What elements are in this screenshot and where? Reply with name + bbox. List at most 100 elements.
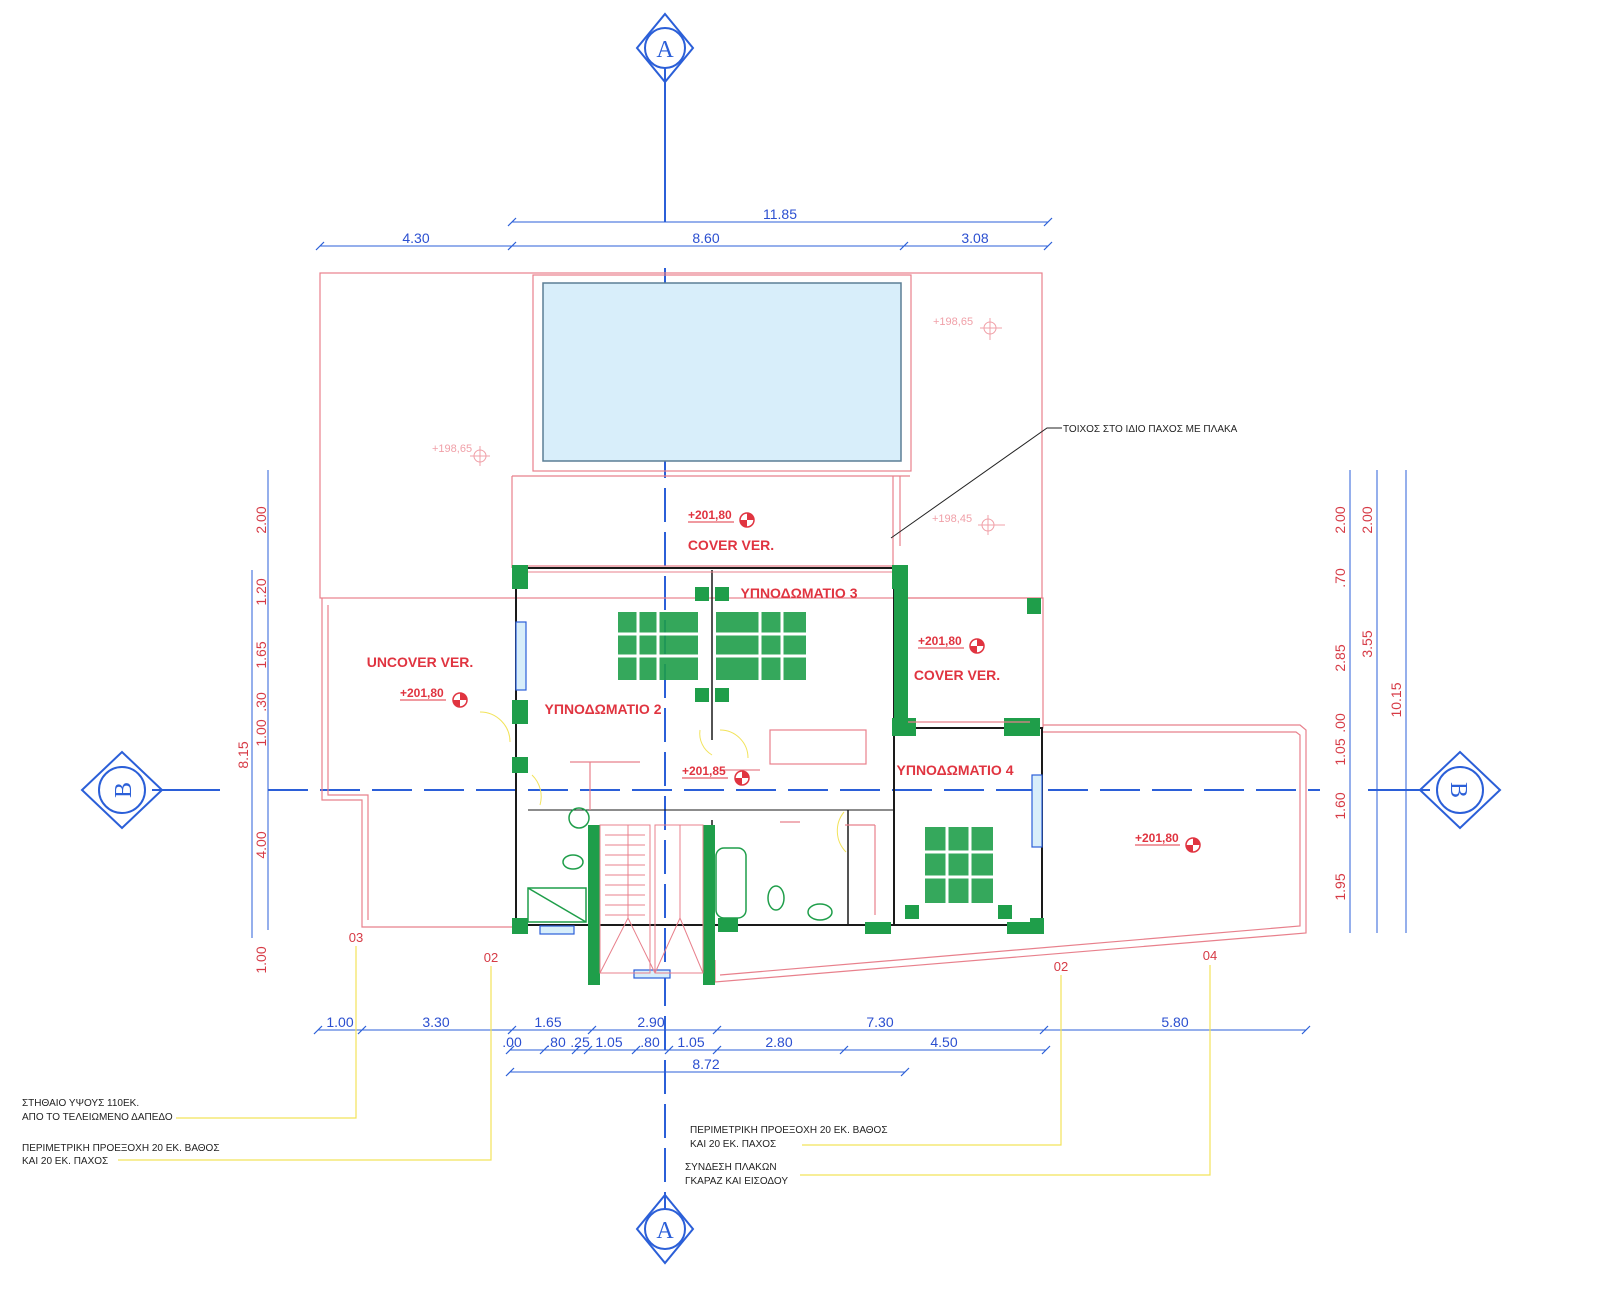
dim-b2-25: .25 — [570, 1034, 590, 1050]
dim-3-08: 3.08 — [961, 230, 988, 246]
room-cover-ver-right: COVER VER. — [914, 667, 1000, 683]
room-uncover-ver: UNCOVER VER. — [367, 654, 474, 670]
dim-b2-1-05a: 1.05 — [595, 1034, 622, 1050]
level-value-faded-top-right: +198,65 — [933, 316, 973, 328]
level-marker-faded: +198,45 — [932, 513, 1005, 535]
pool — [532, 274, 912, 472]
tag-02-right: 02 — [1054, 959, 1068, 974]
dim-b-5-80: 5.80 — [1161, 1014, 1188, 1030]
dim-b-3-30: 3.30 — [422, 1014, 449, 1030]
level-value-corridor: +201,85 — [682, 764, 726, 778]
dim-b2-80a: .80 — [546, 1034, 566, 1050]
note-perimeter-left-line1: ΠΕΡΙΜΕΤΡΙΚΗ ΠΡΟΕΞΟΧΗ 20 ΕΚ. ΒΑΘΟΣ — [22, 1143, 220, 1154]
note-slab-link-line1: ΣΥΝΔΕΣΗ ΠΛΑΚΩΝ — [685, 1162, 777, 1173]
dim-r2-3-55: 3.55 — [1359, 630, 1375, 657]
wall-note-leader — [890, 427, 1062, 539]
dim-l-1-00b: 1.00 — [253, 946, 269, 973]
dim-l-4-00: 4.00 — [253, 831, 269, 858]
note-parapet-line1: ΣΤΗΘΑΙΟ ΥΨΟΥΣ 110ΕΚ. — [22, 1098, 139, 1109]
tag-04: 04 — [1203, 948, 1217, 963]
level-markers: +201,80 +201,80 +201,80 +201,85 — [400, 316, 1201, 853]
dim-b3-8-72: 8.72 — [692, 1056, 719, 1072]
dim-11-85: 11.85 — [763, 206, 797, 222]
dim-l-8-15: 8.15 — [235, 741, 251, 768]
building-walls — [512, 565, 1044, 985]
dim-l-30: .30 — [253, 692, 269, 712]
room-bedroom-2: ΥΠΝΟΔΩΜΑΤΙΟ 2 — [545, 701, 662, 717]
level-value-cover-right: +201,80 — [918, 634, 962, 648]
right-dimension-labels: 2.00 .70 2.85 .00 1.05 1.60 1.95 2.00 3.… — [1332, 506, 1404, 900]
section-label-b-right: B — [1445, 782, 1471, 798]
note-wall-same-thickness: ΤΟΙΧΟΣ ΣΤΟ ΙΔΙΟ ΠΑΧΟΣ ΜΕ ΠΛΑΚΑ — [1063, 424, 1238, 435]
dimension-lines — [251, 221, 1407, 1073]
dim-r2-2-00: 2.00 — [1359, 506, 1375, 533]
dim-r1-2-85: 2.85 — [1332, 644, 1348, 671]
level-marker: +201,80 — [918, 634, 985, 654]
dim-b-2-90: 2.90 — [637, 1014, 664, 1030]
section-marker-a-top: A — [635, 12, 695, 84]
dim-r1-2-00: 2.00 — [1332, 506, 1348, 533]
level-value-uncover: +201,80 — [400, 686, 444, 700]
dim-b2-80b: .80 — [640, 1034, 660, 1050]
section-marker-b-right: B — [1418, 750, 1502, 830]
dim-r1-70: .70 — [1332, 568, 1348, 588]
tag-02-left: 02 — [484, 950, 498, 965]
room-cover-ver-top: COVER VER. — [688, 537, 774, 553]
level-marker-faded: +198,65 — [933, 316, 1002, 340]
detail-tags: 03 02 02 04 — [349, 930, 1217, 974]
dim-l-1-00a: 1.00 — [253, 719, 269, 746]
level-value-terrace-right: +201,80 — [1135, 831, 1179, 845]
dim-4-30: 4.30 — [402, 230, 429, 246]
dim-b2-4-50: 4.50 — [930, 1034, 957, 1050]
dim-r1-1-05: 1.05 — [1332, 738, 1348, 765]
note-parapet-line2: ΑΠΟ ΤΟ ΤΕΛΕΙΩΜΕΝΟ ΔΑΠΕΔΟ — [22, 1112, 173, 1123]
level-marker: +201,85 — [682, 764, 750, 786]
dimension-ticks — [313, 217, 1311, 1077]
note-slab-link-line2: ΓΚΑΡΑΖ ΚΑΙ ΕΙΣΟΔΟΥ — [685, 1176, 788, 1187]
level-value-faded-mid-right: +198,45 — [932, 513, 972, 525]
room-labels: UNCOVER VER. COVER VER. COVER VER. ΥΠΝΟΔ… — [367, 537, 1014, 778]
level-marker: +201,80 — [688, 508, 755, 528]
section-marker-a-bottom: A — [635, 1193, 695, 1265]
level-value-cover-top: +201,80 — [688, 508, 732, 522]
dim-b-1-00: 1.00 — [326, 1014, 353, 1030]
dim-8-60: 8.60 — [692, 230, 719, 246]
left-dimension-labels: 2.00 1.20 1.65 .30 1.00 4.00 1.00 8.15 — [235, 506, 269, 973]
section-label-b-left: B — [111, 782, 137, 798]
dim-r3-10-15: 10.15 — [1388, 682, 1404, 717]
leader-lines — [118, 946, 1211, 1176]
section-label-a-top: A — [656, 37, 674, 63]
dim-r1-00: .00 — [1332, 713, 1348, 733]
level-marker-faded: +198,65 — [432, 443, 490, 466]
note-perimeter-right-line1: ΠΕΡΙΜΕΤΡΙΚΗ ΠΡΟΕΞΟΧΗ 20 ΕΚ. ΒΑΘΟΣ — [690, 1125, 888, 1136]
dim-b-1-65: 1.65 — [534, 1014, 561, 1030]
dim-b-7-30: 7.30 — [866, 1014, 893, 1030]
door-swings — [479, 711, 847, 853]
dim-b2-00: .00 — [502, 1034, 522, 1050]
dim-r1-1-60: 1.60 — [1332, 792, 1348, 819]
dim-r1-1-95: 1.95 — [1332, 873, 1348, 900]
section-marker-b-left: B — [80, 750, 164, 830]
level-marker: +201,80 — [400, 686, 468, 708]
beds — [618, 587, 1012, 919]
note-perimeter-right-line2: ΚΑΙ 20 ΕΚ. ΠΑΧΟΣ — [690, 1139, 776, 1150]
room-bedroom-3: ΥΠΝΟΔΩΜΑΤΙΟ 3 — [741, 585, 858, 601]
dim-l-2-00: 2.00 — [253, 506, 269, 533]
dim-l-1-65: 1.65 — [253, 641, 269, 668]
bathroom-fixtures — [527, 807, 833, 923]
bottom-dimension-labels: 1.00 3.30 1.65 2.90 7.30 5.80 .00 .80 .2… — [326, 1014, 1188, 1072]
level-value-faded-left: +198,65 — [432, 443, 472, 455]
note-perimeter-left-line2: ΚΑΙ 20 ΕΚ. ΠΑΧΟΣ — [22, 1156, 108, 1167]
tag-03: 03 — [349, 930, 363, 945]
dim-b2-1-05b: 1.05 — [677, 1034, 704, 1050]
staircase — [599, 824, 704, 974]
dim-l-1-20: 1.20 — [253, 578, 269, 605]
interior-fixtures — [570, 729, 876, 915]
top-dimension-labels: 11.85 4.30 8.60 3.08 — [402, 206, 988, 246]
dim-b2-2-80: 2.80 — [765, 1034, 792, 1050]
annotation-notes: ΤΟΙΧΟΣ ΣΤΟ ΙΔΙΟ ΠΑΧΟΣ ΜΕ ΠΛΑΚΑ ΣΤΗΘΑΙΟ Υ… — [22, 424, 1238, 1187]
level-marker: +201,80 — [1135, 831, 1201, 853]
room-bedroom-4: ΥΠΝΟΔΩΜΑΤΙΟ 4 — [897, 762, 1014, 778]
section-label-a-bottom: A — [656, 1218, 674, 1244]
